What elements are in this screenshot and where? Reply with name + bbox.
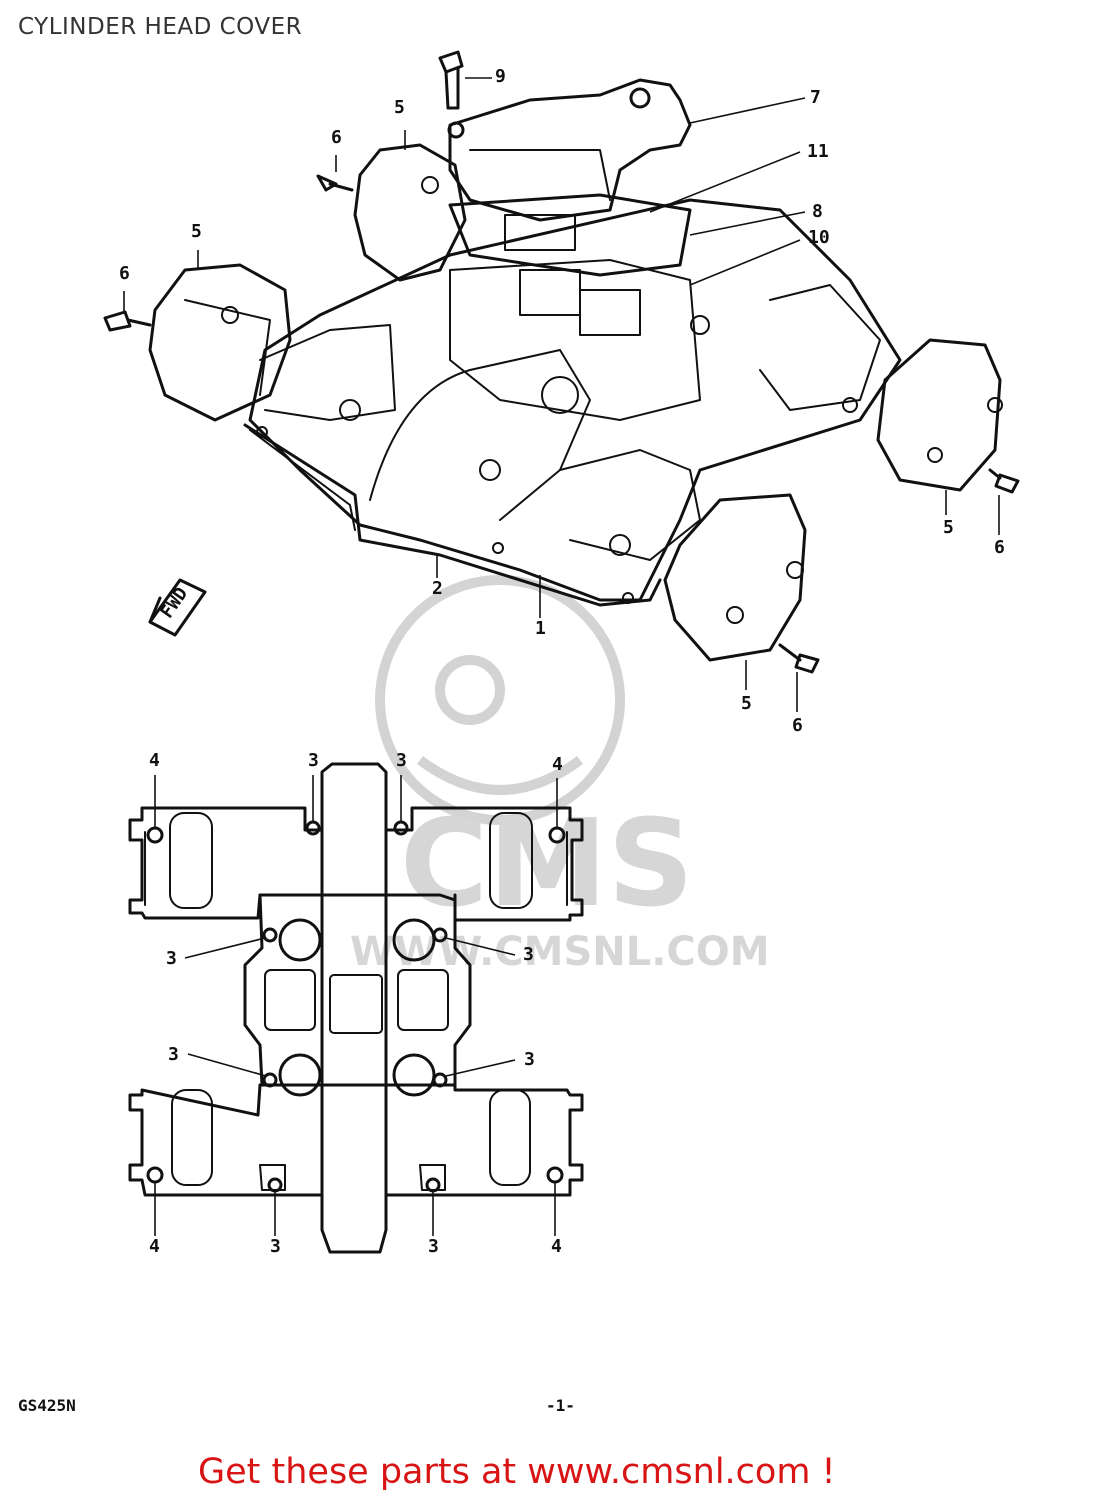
model-code: GS425N: [18, 1396, 76, 1415]
callout-top-9: 6: [119, 263, 130, 284]
cam-cover-outline-lower: [128, 1083, 584, 1197]
callouts-bottom: 4 3 3 4 3 3 3 3 4 3 3 4: [149, 750, 563, 1257]
lower-right-window: [489, 1089, 531, 1186]
forward-direction-arrow: FWD: [148, 578, 207, 637]
callout-bottom-11: 3: [428, 1236, 439, 1257]
callout-top-15: 6: [792, 715, 803, 736]
hole-part-3-lower-a: [267, 1177, 283, 1193]
hole-part-3-upper-a: [305, 820, 321, 836]
page-number: -1-: [546, 1396, 575, 1415]
callout-top-8: 5: [191, 221, 202, 242]
callout-top-11: 1: [535, 618, 546, 639]
gasket-plan-view: [128, 762, 584, 1254]
hole-part-3-mid-left-upper: [262, 927, 278, 943]
lower-left-window: [171, 1089, 213, 1186]
callout-top-1: 9: [495, 66, 506, 87]
callout-bottom-6: 3: [523, 944, 534, 965]
side-cap-part-5-right: [876, 338, 1003, 492]
hole-part-4-upper-left: [146, 826, 164, 844]
hole-part-3-lower-b: [425, 1177, 441, 1193]
screw-part-6-right: [988, 468, 1020, 494]
callout-bottom-2: 3: [308, 750, 319, 771]
callout-bottom-3: 3: [396, 750, 407, 771]
callout-bottom-7: 3: [168, 1044, 179, 1065]
cover-gasket-part-2: [243, 423, 662, 607]
callout-top-2: 7: [810, 87, 821, 108]
breather-cover-part-7: [447, 78, 692, 222]
callout-top-12: 5: [943, 517, 954, 538]
gasket-part-11: [448, 193, 692, 277]
callout-top-14: 5: [741, 693, 752, 714]
plug-hole-right-lower: [392, 1053, 436, 1097]
screw-part-6-front: [778, 643, 820, 674]
hole-part-4-lower-right: [546, 1166, 564, 1184]
callout-top-5: 6: [331, 127, 342, 148]
cms-watermark: CMS WWW.CMSNL.COM: [350, 575, 770, 975]
upper-right-window: [489, 812, 533, 909]
side-cap-part-5-front: [663, 493, 807, 662]
screw-part-6-left: [103, 310, 152, 332]
hole-part-3-mid-left-lower: [262, 1072, 278, 1088]
exploded-view-top: FWD: [103, 50, 1020, 674]
cylinder-head-cover-part-1: [248, 198, 902, 602]
plug-hole-right-upper: [392, 918, 436, 962]
watermark-mascot-head: [375, 575, 625, 825]
bolt-part-9: [438, 50, 464, 110]
page-title: CYLINDER HEAD COVER: [18, 14, 303, 40]
callouts-top: 9 7 11 5 6 8 10 5 6 2 1 5 6 5 6: [119, 66, 1005, 736]
callout-bottom-1: 4: [149, 750, 160, 771]
callout-bottom-5: 3: [166, 948, 177, 969]
center-spine: [320, 828, 388, 1254]
watermark-brand: CMS: [400, 795, 694, 934]
get-parts-link[interactable]: Get these parts at www.cmsnl.com !: [198, 1452, 836, 1492]
center-plug-gasket: [243, 893, 472, 1087]
callout-top-13: 6: [994, 537, 1005, 558]
watermark-mascot-mouth: [417, 755, 583, 795]
callout-bottom-8: 3: [524, 1049, 535, 1070]
callout-bottom-10: 3: [270, 1236, 281, 1257]
watermark-mascot-eye: [435, 655, 505, 725]
side-cap-part-5-left: [148, 263, 292, 422]
hole-part-3-mid-right-lower: [432, 1072, 448, 1088]
callout-bottom-12: 4: [551, 1236, 562, 1257]
hole-part-4-lower-left: [146, 1166, 164, 1184]
callout-top-4: 5: [394, 97, 405, 118]
hole-part-3-mid-right-upper: [432, 927, 448, 943]
leader-lines-bottom: [154, 775, 558, 1236]
callout-bottom-4: 4: [552, 754, 563, 775]
cam-cover-outline-upper: [128, 762, 584, 922]
leader-lines-top: [123, 77, 1000, 712]
plug-hole-left-lower: [278, 1053, 322, 1097]
screw-part-6-rear: [316, 174, 354, 192]
plug-hole-left-upper: [278, 918, 322, 962]
callout-top-10: 2: [432, 578, 443, 599]
upper-left-window: [169, 812, 213, 909]
callout-top-7: 10: [808, 227, 830, 248]
callout-top-3: 11: [807, 141, 829, 162]
side-cap-part-5-rear-left: [353, 143, 467, 282]
watermark-url: WWW.CMSNL.COM: [350, 929, 770, 975]
callout-top-6: 8: [812, 201, 823, 222]
callout-bottom-9: 4: [149, 1236, 160, 1257]
